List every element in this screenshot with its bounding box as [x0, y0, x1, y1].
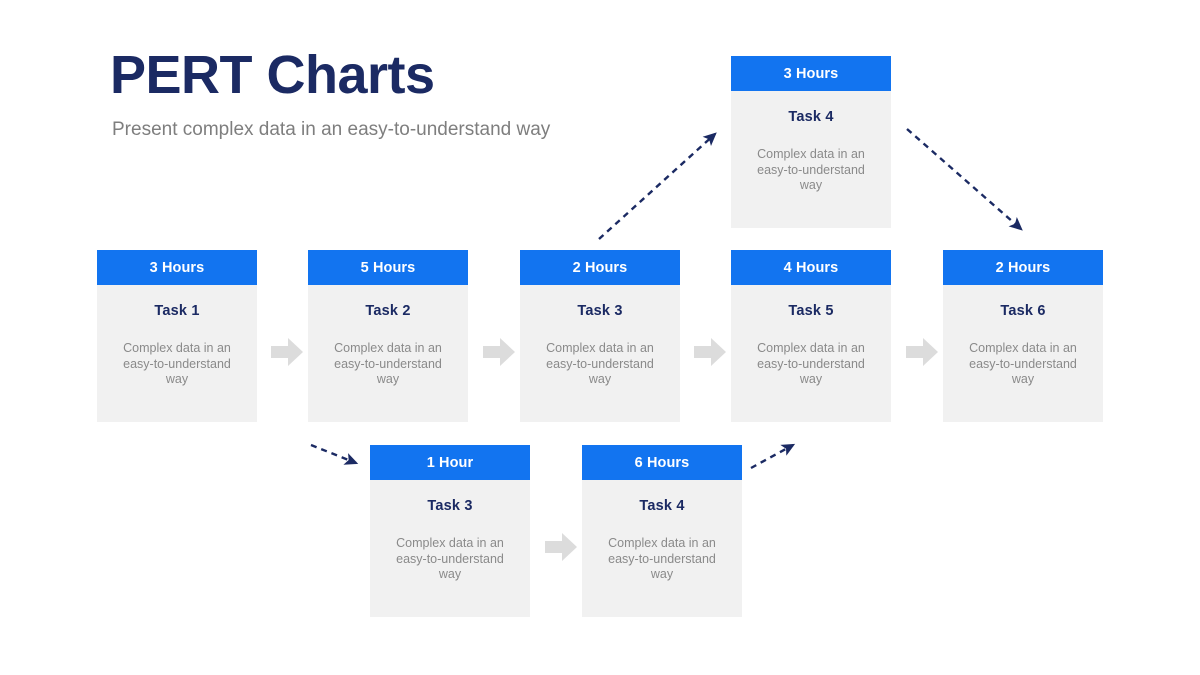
- card-description: Complex data in an easy-to-understand wa…: [969, 341, 1077, 386]
- pert-card-mid-2[interactable]: 5 Hours Task 2 Complex data in an easy-t…: [308, 250, 468, 422]
- card-description: Complex data in an easy-to-understand wa…: [757, 147, 865, 192]
- block-arrow-right-icon: [906, 337, 938, 367]
- pert-card-mid-3[interactable]: 2 Hours Task 3 Complex data in an easy-t…: [520, 250, 680, 422]
- pert-card-mid-5[interactable]: 2 Hours Task 6 Complex data in an easy-t…: [943, 250, 1103, 422]
- card-body: Task 3 Complex data in an easy-to-unders…: [370, 480, 530, 617]
- card-duration-header: 1 Hour: [370, 445, 530, 480]
- pert-card-top-1[interactable]: 3 Hours Task 4 Complex data in an easy-t…: [731, 56, 891, 228]
- pert-card-bot-2[interactable]: 6 Hours Task 4 Complex data in an easy-t…: [582, 445, 742, 617]
- card-task-title: Task 6: [1000, 303, 1046, 319]
- card-body: Task 6 Complex data in an easy-to-unders…: [943, 285, 1103, 422]
- pert-card-mid-4[interactable]: 4 Hours Task 5 Complex data in an easy-t…: [731, 250, 891, 422]
- pert-card-mid-1[interactable]: 3 Hours Task 1 Complex data in an easy-t…: [97, 250, 257, 422]
- card-duration-header: 6 Hours: [582, 445, 742, 480]
- dashed-arrow-up-right-icon: [748, 437, 808, 475]
- page-title: PERT Charts: [110, 45, 435, 105]
- card-duration-header: 2 Hours: [943, 250, 1103, 285]
- card-body: Task 1 Complex data in an easy-to-unders…: [97, 285, 257, 422]
- card-duration-header: 3 Hours: [97, 250, 257, 285]
- page-subtitle: Present complex data in an easy-to-under…: [112, 119, 551, 140]
- card-description: Complex data in an easy-to-understand wa…: [334, 341, 442, 386]
- dashed-arrow-down-right-icon: [308, 440, 368, 474]
- card-description: Complex data in an easy-to-understand wa…: [396, 536, 504, 581]
- card-description: Complex data in an easy-to-understand wa…: [757, 341, 865, 386]
- card-duration-header: 2 Hours: [520, 250, 680, 285]
- card-body: Task 5 Complex data in an easy-to-unders…: [731, 285, 891, 422]
- card-body: Task 4 Complex data in an easy-to-unders…: [582, 480, 742, 617]
- card-task-title: Task 3: [577, 303, 623, 319]
- card-task-title: Task 3: [427, 498, 473, 514]
- block-arrow-right-icon: [271, 337, 303, 367]
- card-duration-header: 5 Hours: [308, 250, 468, 285]
- block-arrow-right-icon: [694, 337, 726, 367]
- card-body: Task 3 Complex data in an easy-to-unders…: [520, 285, 680, 422]
- block-arrow-right-icon: [545, 532, 577, 562]
- card-body: Task 2 Complex data in an easy-to-unders…: [308, 285, 468, 422]
- card-task-title: Task 1: [154, 303, 200, 319]
- block-arrow-right-icon: [483, 337, 515, 367]
- dashed-arrow-up-right-icon: [595, 125, 725, 245]
- card-task-title: Task 4: [639, 498, 685, 514]
- card-description: Complex data in an easy-to-understand wa…: [123, 341, 231, 386]
- pert-card-bot-1[interactable]: 1 Hour Task 3 Complex data in an easy-to…: [370, 445, 530, 617]
- card-duration-header: 3 Hours: [731, 56, 891, 91]
- card-task-title: Task 4: [788, 109, 834, 125]
- card-description: Complex data in an easy-to-understand wa…: [546, 341, 654, 386]
- card-task-title: Task 2: [365, 303, 411, 319]
- card-description: Complex data in an easy-to-understand wa…: [608, 536, 716, 581]
- card-task-title: Task 5: [788, 303, 834, 319]
- card-duration-header: 4 Hours: [731, 250, 891, 285]
- card-body: Task 4 Complex data in an easy-to-unders…: [731, 91, 891, 228]
- dashed-arrow-down-right-icon: [903, 124, 1033, 242]
